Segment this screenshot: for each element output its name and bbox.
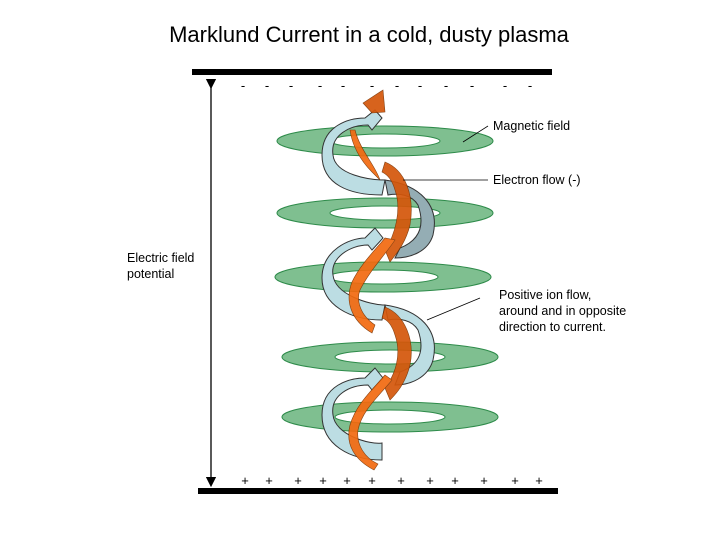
negative-charge: - [503, 78, 507, 93]
electron-flow-arrows [348, 89, 412, 471]
top-plate [192, 69, 552, 75]
positive-charge: + [343, 473, 351, 488]
label-line: potential [127, 267, 175, 281]
negative-charge: - [395, 78, 399, 93]
magnetic-field-ring [276, 197, 494, 229]
electron-arrow [348, 374, 393, 471]
negative-charge: - [289, 78, 293, 93]
negative-charge: - [341, 78, 345, 93]
electron-arrow [348, 237, 396, 334]
label-line: around and in opposite [499, 304, 627, 318]
ion-flow-arrows [321, 109, 435, 461]
ion-flow-leader [426, 297, 481, 321]
label-line: direction to current. [499, 320, 606, 334]
positive-charge: + [294, 473, 302, 488]
positive-charge: + [265, 473, 273, 488]
negative-charge: - [318, 78, 322, 93]
negative-charge: - [528, 78, 532, 93]
magnetic-field-ring [276, 125, 494, 157]
magnetic-field-ring [274, 261, 492, 293]
negative-charge: - [265, 78, 269, 93]
magnetic-field-label: Magnetic field [493, 119, 571, 133]
positive-charge: + [480, 473, 488, 488]
negative-charge: - [418, 78, 422, 93]
positive-charge: + [426, 473, 434, 488]
positive-charge: + [451, 473, 459, 488]
diagram-title: Marklund Current in a cold, dusty plasma [169, 22, 569, 47]
positive-charge: + [368, 473, 376, 488]
electric-field-label: Electric field potential [127, 250, 194, 282]
negative-charge: - [241, 78, 245, 93]
negative-charges: ------------ [241, 78, 532, 93]
label-line: Positive ion flow, [499, 288, 592, 302]
negative-charge: - [470, 78, 474, 93]
positive-charge: + [511, 473, 519, 488]
positive-charges: + + + + + + + + + + + + [241, 473, 543, 488]
bottom-plate [198, 488, 558, 494]
electron-arrow [381, 306, 412, 401]
positive-charge: + [241, 473, 249, 488]
electron-arrow [362, 89, 386, 114]
ion-arrow [321, 367, 384, 461]
positive-charge: + [319, 473, 327, 488]
magnetic-field-leader [462, 125, 489, 143]
electron-flow-label: Electron flow (-) [493, 173, 581, 187]
positive-charge: + [535, 473, 543, 488]
positive-ion-flow-label: Positive ion flow, around and in opposit… [499, 287, 626, 335]
negative-charge: - [370, 78, 374, 93]
negative-charge: - [444, 78, 448, 93]
magnetic-field-ring [281, 401, 499, 433]
positive-charge: + [397, 473, 405, 488]
ion-arrow [321, 109, 386, 196]
magnetic-field-ring [281, 341, 499, 373]
electron-arrow [349, 129, 381, 181]
label-line: Electric field [127, 251, 195, 265]
